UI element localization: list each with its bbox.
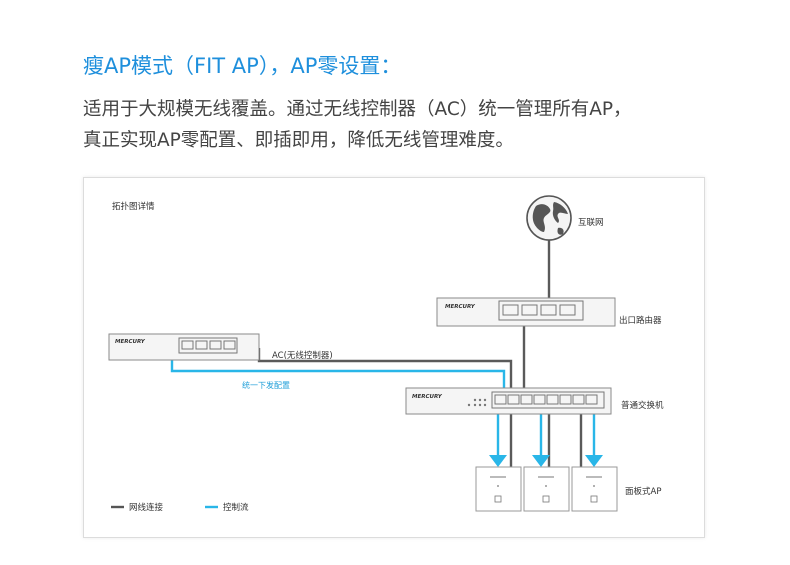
control-arrowheads [489,455,603,467]
panel-ap-1 [475,466,522,512]
internet-label: 互联网 [578,218,604,228]
legend-control-label: 控制流 [223,502,249,513]
panel-ap-2 [523,466,570,512]
ac-controller-device: MERCURY [108,333,260,361]
ac-label: AC(无线控制器) [272,350,333,361]
topology-diagram: 拓扑图详情 互联网 [108,195,664,513]
section-heading: 瘦AP模式（FIT AP），AP零设置： [83,54,402,78]
legend-wired-label: 网线连接 [129,502,164,513]
globe-icon [526,195,572,241]
switch-device: MERCURY [405,387,612,415]
description-line-2: 真正实现AP零配置、即插即用，降低无线管理难度。 [83,130,514,151]
panel-ap-3 [571,466,618,512]
section-description: 适用于大规模无线覆盖。通过无线控制器（AC）统一管理所有AP， 真正实现AP零配… [83,94,723,156]
router-label: 出口路由器 [619,315,662,326]
description-line-1: 适用于大规模无线覆盖。通过无线控制器（AC）统一管理所有AP， [83,99,632,120]
topology-panel: 拓扑图详情 互联网 [83,177,705,538]
panel-ap-label: 面板式AP [625,486,661,497]
unified-config-label: 统一下发配置 [242,380,290,390]
diagram-title: 拓扑图详情 [112,201,155,212]
router-device: MERCURY [436,297,616,327]
router-brand: MERCURY [445,304,476,310]
switch-brand: MERCURY [412,394,443,400]
legend: 网线连接 控制流 [111,502,249,513]
ac-brand: MERCURY [115,339,146,345]
switch-label: 普通交换机 [621,400,664,411]
